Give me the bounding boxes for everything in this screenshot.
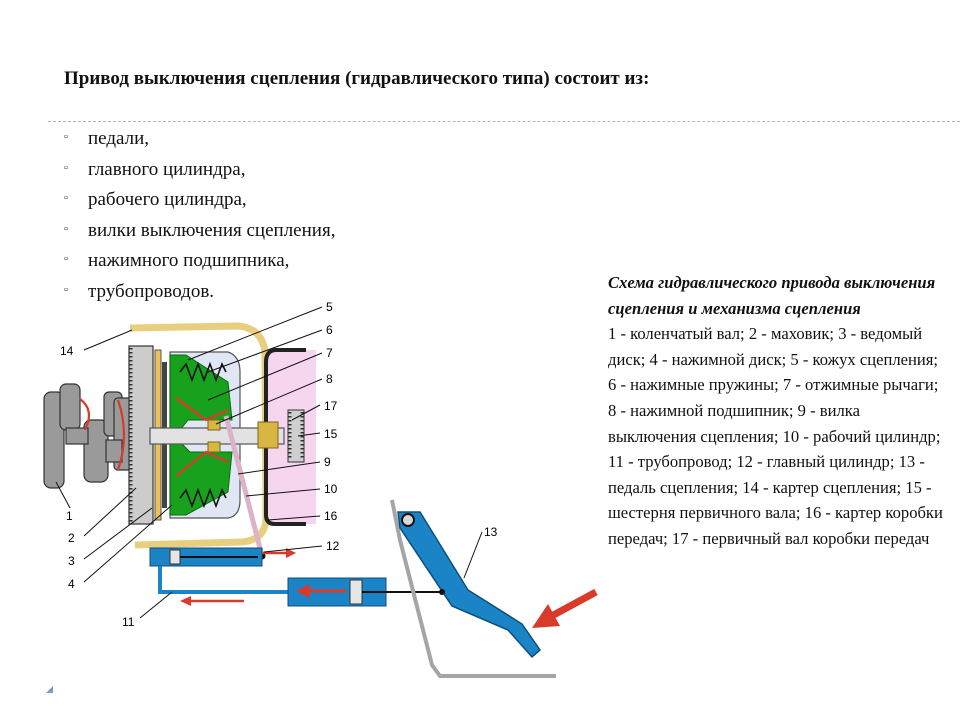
crankshaft-arrows [79,398,126,471]
pedal-pivot [401,513,415,527]
list-item: ▫ трубопроводов. [64,277,335,308]
label-5: 5 [326,300,333,314]
list-item: ▫ главного цилиндра, [64,155,335,186]
label-10: 10 [324,482,338,496]
pressure-plate-lower [169,443,233,516]
bullet-marker-icon: ▫ [64,253,68,266]
list-item: ▫ педали, [64,124,335,155]
pedal-rod-joint [439,589,445,595]
diagram-caption: Схема гидравлического привода выключения… [608,270,948,552]
list-item-text: главного цилиндра, [88,158,246,180]
clutch-pedal [397,511,541,659]
slide-corner-icon [46,686,53,693]
list-item-text: рабочего цилиндра, [88,189,247,211]
hydraulic-pipeline [158,566,290,594]
pressure-spring-lower [179,487,227,509]
release-bearing-lower [207,441,221,453]
master-arrow-head [296,584,310,598]
label-7: 7 [326,346,333,360]
list-item-text: нажимного подшипника, [88,250,290,272]
label-3: 3 [68,554,75,568]
label-11: 11 [122,615,135,629]
slave-arrow-head [286,548,296,558]
pressure-spring-upper [179,361,227,383]
list-item: ▫ рабочего цилиндра, [64,185,335,216]
list-item: ▫ нажимного подшипника, [64,246,335,277]
list-item-text: вилки выключения сцепления, [88,219,336,241]
label-13: 13 [484,525,498,539]
slave-cylinder [149,547,263,567]
component-list: ▫ педали, ▫ главного цилиндра, ▫ рабочего ц… [64,124,335,308]
label-6: 6 [326,323,333,337]
bullet-marker-icon: ▫ [64,192,68,205]
list-item-text: трубопроводов. [88,280,215,302]
caption-legend: 1 - коленчатый вал; 2 - маховик; 3 - вед… [608,324,943,548]
crankshaft [43,383,133,489]
bullet-marker-icon: ▫ [64,161,68,174]
label-4: 4 [68,577,75,591]
list-item: ▫ вилки выключения сцепления, [64,216,335,247]
caption-title: Схема гидравлического привода выключения… [608,273,936,318]
pipeline-arrow-head [180,596,191,606]
label-17: 17 [324,399,338,413]
label-14: 14 [60,344,74,358]
input-shaft-gear [287,409,305,463]
label-1: 1 [66,509,73,523]
release-bearing-upper [207,419,221,431]
bullet-marker-icon: ▫ [64,283,68,296]
bullet-marker-icon: ▫ [64,131,68,143]
label-9: 9 [324,455,331,469]
release-levers [175,397,229,477]
bearing-block [257,421,279,449]
divider [48,121,960,122]
pedal-mount [390,499,556,678]
label-16: 16 [324,509,338,523]
pedal-force-arrow [546,588,598,622]
leader-lines [55,306,483,619]
heading: Привод выключения сцепления (гидравличес… [64,68,650,89]
label-2: 2 [68,531,75,545]
flywheel [128,345,154,525]
release-fork [223,415,265,557]
label-15: 15 [324,427,338,441]
label-12: 12 [326,539,340,553]
label-8: 8 [326,372,333,386]
clutch-diagram: 14 5 6 7 8 17 15 9 10 16 12 13 1 2 3 4 1… [43,300,598,678]
bullet-marker-icon: ▫ [64,222,68,235]
list-item-text: педали, [88,128,150,149]
pedal-force-arrow-head [532,604,560,628]
